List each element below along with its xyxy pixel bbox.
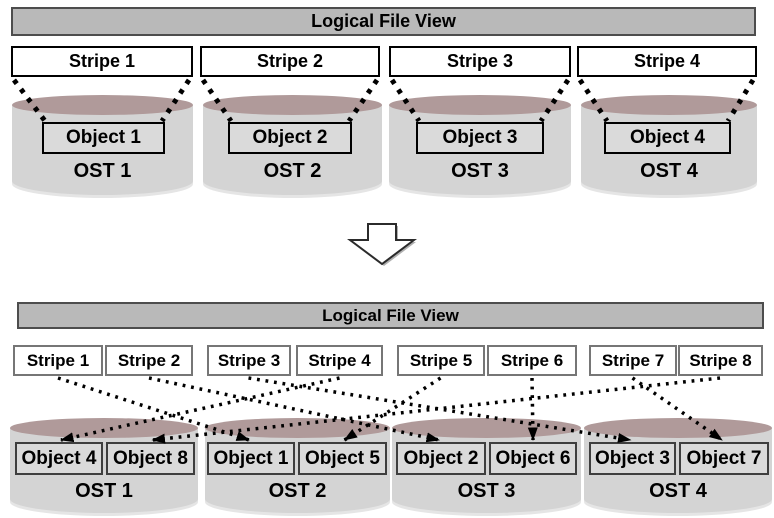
stripe-box: Stripe 3: [207, 345, 291, 376]
stripe-box: Stripe 8: [678, 345, 763, 376]
stripe-box: Stripe 4: [296, 345, 383, 376]
cylinder-top-ellipse: [205, 418, 390, 438]
stripe-box: Stripe 5: [397, 345, 485, 376]
ost-label: OST 4: [649, 480, 707, 502]
logical-file-view-header-top: Logical File View: [11, 7, 756, 36]
stripe-box: Stripe 1: [13, 345, 103, 376]
logical-file-view-header-bottom: Logical File View: [17, 302, 764, 329]
object-box: Object 1: [42, 122, 165, 154]
object-box: Object 1: [207, 442, 295, 475]
stripe-box: Stripe 6: [487, 345, 577, 376]
stripe-box: Stripe 1: [11, 46, 193, 77]
cylinder-top-ellipse: [581, 95, 757, 115]
object-box: Object 4: [604, 122, 731, 154]
ost-label: OST 3: [457, 480, 516, 502]
object-box: Object 6: [489, 442, 577, 475]
stripe-box: Stripe 2: [105, 345, 193, 376]
object-box: Object 2: [396, 442, 486, 475]
cylinder-top-ellipse: [10, 418, 198, 438]
cylinder-top-ellipse: [389, 95, 571, 115]
stripe-box: Stripe 7: [589, 345, 677, 376]
object-box: Object 4: [15, 442, 103, 475]
object-box: Object 5: [298, 442, 387, 475]
cylinder-top-ellipse: [392, 418, 581, 438]
transform-arrow-icon: [347, 223, 417, 266]
object-box: Object 3: [589, 442, 676, 475]
cylinder-top-ellipse: [584, 418, 772, 438]
stripe-box: Stripe 2: [200, 46, 380, 77]
ost-label: OST 2: [263, 160, 322, 182]
stripe-box: Stripe 4: [577, 46, 757, 77]
object-box: Object 3: [416, 122, 544, 154]
cylinder-top-ellipse: [12, 95, 193, 115]
ost-label: OST 2: [268, 480, 327, 502]
ost-label: OST 1: [73, 160, 132, 182]
cylinder-top-ellipse: [203, 95, 382, 115]
ost-label: OST 1: [75, 480, 133, 502]
ost-label: OST 3: [451, 160, 509, 182]
object-box: Object 8: [106, 442, 195, 475]
ost-label: OST 4: [640, 160, 698, 182]
object-box: Object 2: [228, 122, 352, 154]
stripe-box: Stripe 3: [389, 46, 571, 77]
object-box: Object 7: [679, 442, 769, 475]
